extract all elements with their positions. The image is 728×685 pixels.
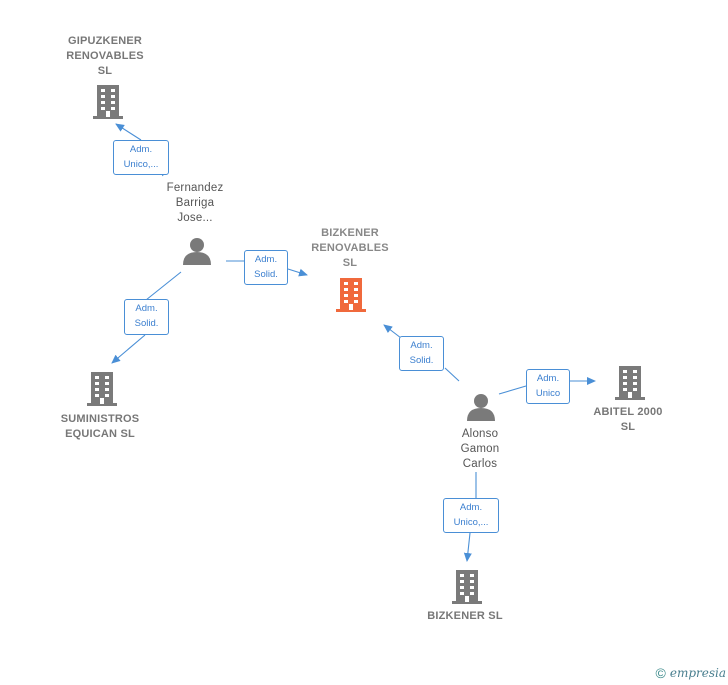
edge-line-alonso-bizkenersl: [467, 472, 477, 561]
edge-label-alonso-bizkener[interactable]: Adm. Solid.: [399, 336, 444, 371]
abitel-label[interactable]: ABITEL 2000 SL: [593, 406, 663, 433]
empresia-logo[interactable]: empresia: [669, 666, 726, 680]
copyright-icon: ©: [655, 665, 666, 681]
bizkener-renovables-building-icon[interactable]: [336, 278, 366, 312]
edge-line-alonso-bizkener: [384, 325, 460, 382]
bizkener-renovables-label[interactable]: BIZKENER RENOVABLES SL: [311, 227, 389, 269]
edge-line-fernandez-suministros: [112, 271, 182, 363]
alonso-person-icon[interactable]: [467, 394, 495, 421]
fernandez-label[interactable]: Fernandez Barriga Jose...: [166, 182, 224, 224]
alonso-label[interactable]: Alonso Gamon Carlos: [460, 428, 500, 470]
edge-line-alonso-abitel: [498, 381, 595, 395]
bizkener-sl-building-icon[interactable]: [452, 570, 482, 604]
gipuzkener-building-icon[interactable]: [93, 85, 123, 119]
edge-label-fernandez-gipuzkener[interactable]: Adm. Unico,...: [113, 140, 169, 175]
footer: © empresia: [656, 665, 726, 681]
edge-line-fernandez-bizkener: [226, 260, 307, 275]
edge-label-alonso-bizkenersl[interactable]: Adm. Unico,...: [443, 498, 499, 533]
abitel-building-icon[interactable]: [615, 366, 645, 400]
bizkener-sl-label[interactable]: BIZKENER SL: [427, 610, 503, 622]
edge-label-fernandez-suministros[interactable]: Adm. Solid.: [124, 299, 169, 335]
edge-label-fernandez-bizkener[interactable]: Adm. Solid.: [244, 250, 288, 285]
suministros-label[interactable]: SUMINISTROS EQUICAN SL: [60, 413, 140, 440]
suministros-building-icon[interactable]: [87, 372, 117, 406]
gipuzkener-label[interactable]: GIPUZKENER RENOVABLES SL: [66, 35, 144, 77]
fernandez-person-icon[interactable]: [183, 238, 211, 265]
edge-label-alonso-abitel[interactable]: Adm. Unico: [526, 369, 570, 404]
